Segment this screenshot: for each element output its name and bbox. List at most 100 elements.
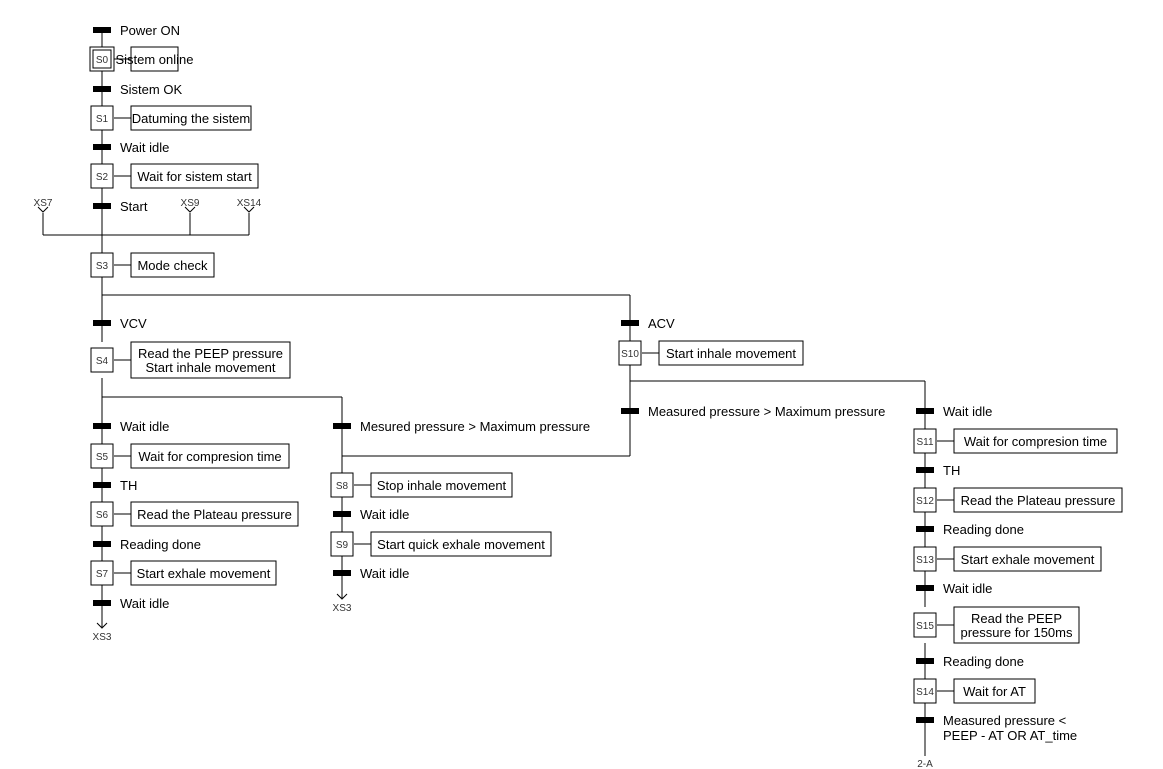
action-label: Start exhale movement (137, 566, 271, 581)
transition: Wait idle (93, 419, 169, 434)
reference-label: XS14 (237, 198, 262, 209)
step-s7: S7 Start exhale movement (90, 560, 277, 586)
transition: Wait idle (916, 581, 992, 596)
transition-bar (333, 570, 351, 576)
transition-bar (93, 423, 111, 429)
step-s6: S6 Read the Plateau pressure (90, 501, 299, 527)
link-path (96, 622, 108, 629)
step-box (913, 678, 937, 704)
action-label: Wait for AT (963, 684, 1026, 699)
reference-label: XS3 (93, 632, 112, 643)
transition-label: Start (120, 199, 148, 214)
transition-label: PEEP - AT OR AT_time (943, 728, 1077, 743)
transition: Wait idle (333, 566, 409, 581)
action-box (130, 252, 215, 278)
step-box (913, 546, 937, 572)
action-box (130, 443, 290, 469)
link-path (336, 593, 348, 600)
transition-label: Wait idle (120, 140, 169, 155)
transition-bar (93, 541, 111, 547)
transition-bar (916, 467, 934, 473)
action-label: Start inhale movement (145, 360, 275, 375)
step-id: S7 (96, 569, 109, 580)
transition: TH (916, 463, 960, 478)
transition-bar (916, 658, 934, 664)
transition: ACV (621, 316, 675, 331)
transition: Start (93, 199, 148, 214)
step-s9: S9 Start quick exhale movement (330, 531, 552, 557)
transition-label: Wait idle (943, 404, 992, 419)
step-id: S4 (96, 356, 109, 367)
action-box (953, 487, 1123, 513)
step-box (913, 428, 937, 454)
action-box (130, 105, 252, 131)
transition-label: Measured pressure < (943, 713, 1066, 728)
transition-label: Wait idle (943, 581, 992, 596)
transition-bar (916, 408, 934, 414)
action-label: pressure for 150ms (961, 625, 1073, 640)
action-label: Read the Plateau pressure (137, 507, 292, 522)
initial-step-inner-box (92, 49, 112, 69)
step-box (90, 443, 114, 469)
transition-bar (333, 511, 351, 517)
transition-label: Reading done (943, 654, 1024, 669)
transition: Reading done (93, 537, 201, 552)
step-box (913, 612, 937, 638)
step-box (90, 501, 114, 527)
transition-bar (93, 203, 111, 209)
action-label: Sistem online (115, 52, 193, 67)
transition-bar (93, 144, 111, 150)
step-id: S8 (336, 481, 349, 492)
transition-bar (93, 482, 111, 488)
link-path (243, 206, 255, 213)
transition-bar (621, 320, 639, 326)
transition-label: Sistem OK (120, 82, 182, 97)
step-id: S15 (916, 621, 934, 632)
transition: Mesured pressure > Maximum pressure (333, 419, 590, 434)
transition-label: ACV (648, 316, 675, 331)
transition-label: Mesured pressure > Maximum pressure (360, 419, 590, 434)
action-label: Wait for compresion time (138, 449, 281, 464)
transition-bar (93, 86, 111, 92)
step-id: S13 (916, 555, 934, 566)
action-label: Read the Plateau pressure (961, 493, 1116, 508)
step-id: S9 (336, 540, 349, 551)
action-label: Stop inhale movement (377, 478, 507, 493)
step-box (90, 163, 114, 189)
transition: Sistem OK (93, 82, 182, 97)
action-box (953, 606, 1080, 644)
step-id: S6 (96, 510, 109, 521)
action-label: Read the PEEP pressure (138, 346, 283, 361)
step-id: S2 (96, 172, 109, 183)
transition-label: TH (943, 463, 960, 478)
step-box (90, 105, 114, 131)
action-label: Start exhale movement (961, 552, 1095, 567)
transition-label: Wait idle (120, 419, 169, 434)
action-label: Start quick exhale movement (377, 537, 545, 552)
transition: Wait idle (916, 404, 992, 419)
transition-bar (333, 423, 351, 429)
transition: Reading done (916, 654, 1024, 669)
transition: Wait idle (93, 596, 169, 611)
step-box (90, 347, 114, 373)
action-box (130, 163, 259, 189)
step-id: S1 (96, 114, 109, 125)
step-id: S11 (916, 437, 933, 448)
reference-label: XS7 (34, 198, 53, 209)
step-s8: S8 Stop inhale movement (330, 472, 513, 498)
reference-label: 2-A (917, 759, 933, 769)
transition-label: Wait idle (120, 596, 169, 611)
connection-lines (37, 30, 926, 756)
link-path (184, 206, 196, 213)
transition: Reading done (916, 522, 1024, 537)
transition-bar (93, 600, 111, 606)
step-s13: S13 Start exhale movement (913, 546, 1102, 572)
